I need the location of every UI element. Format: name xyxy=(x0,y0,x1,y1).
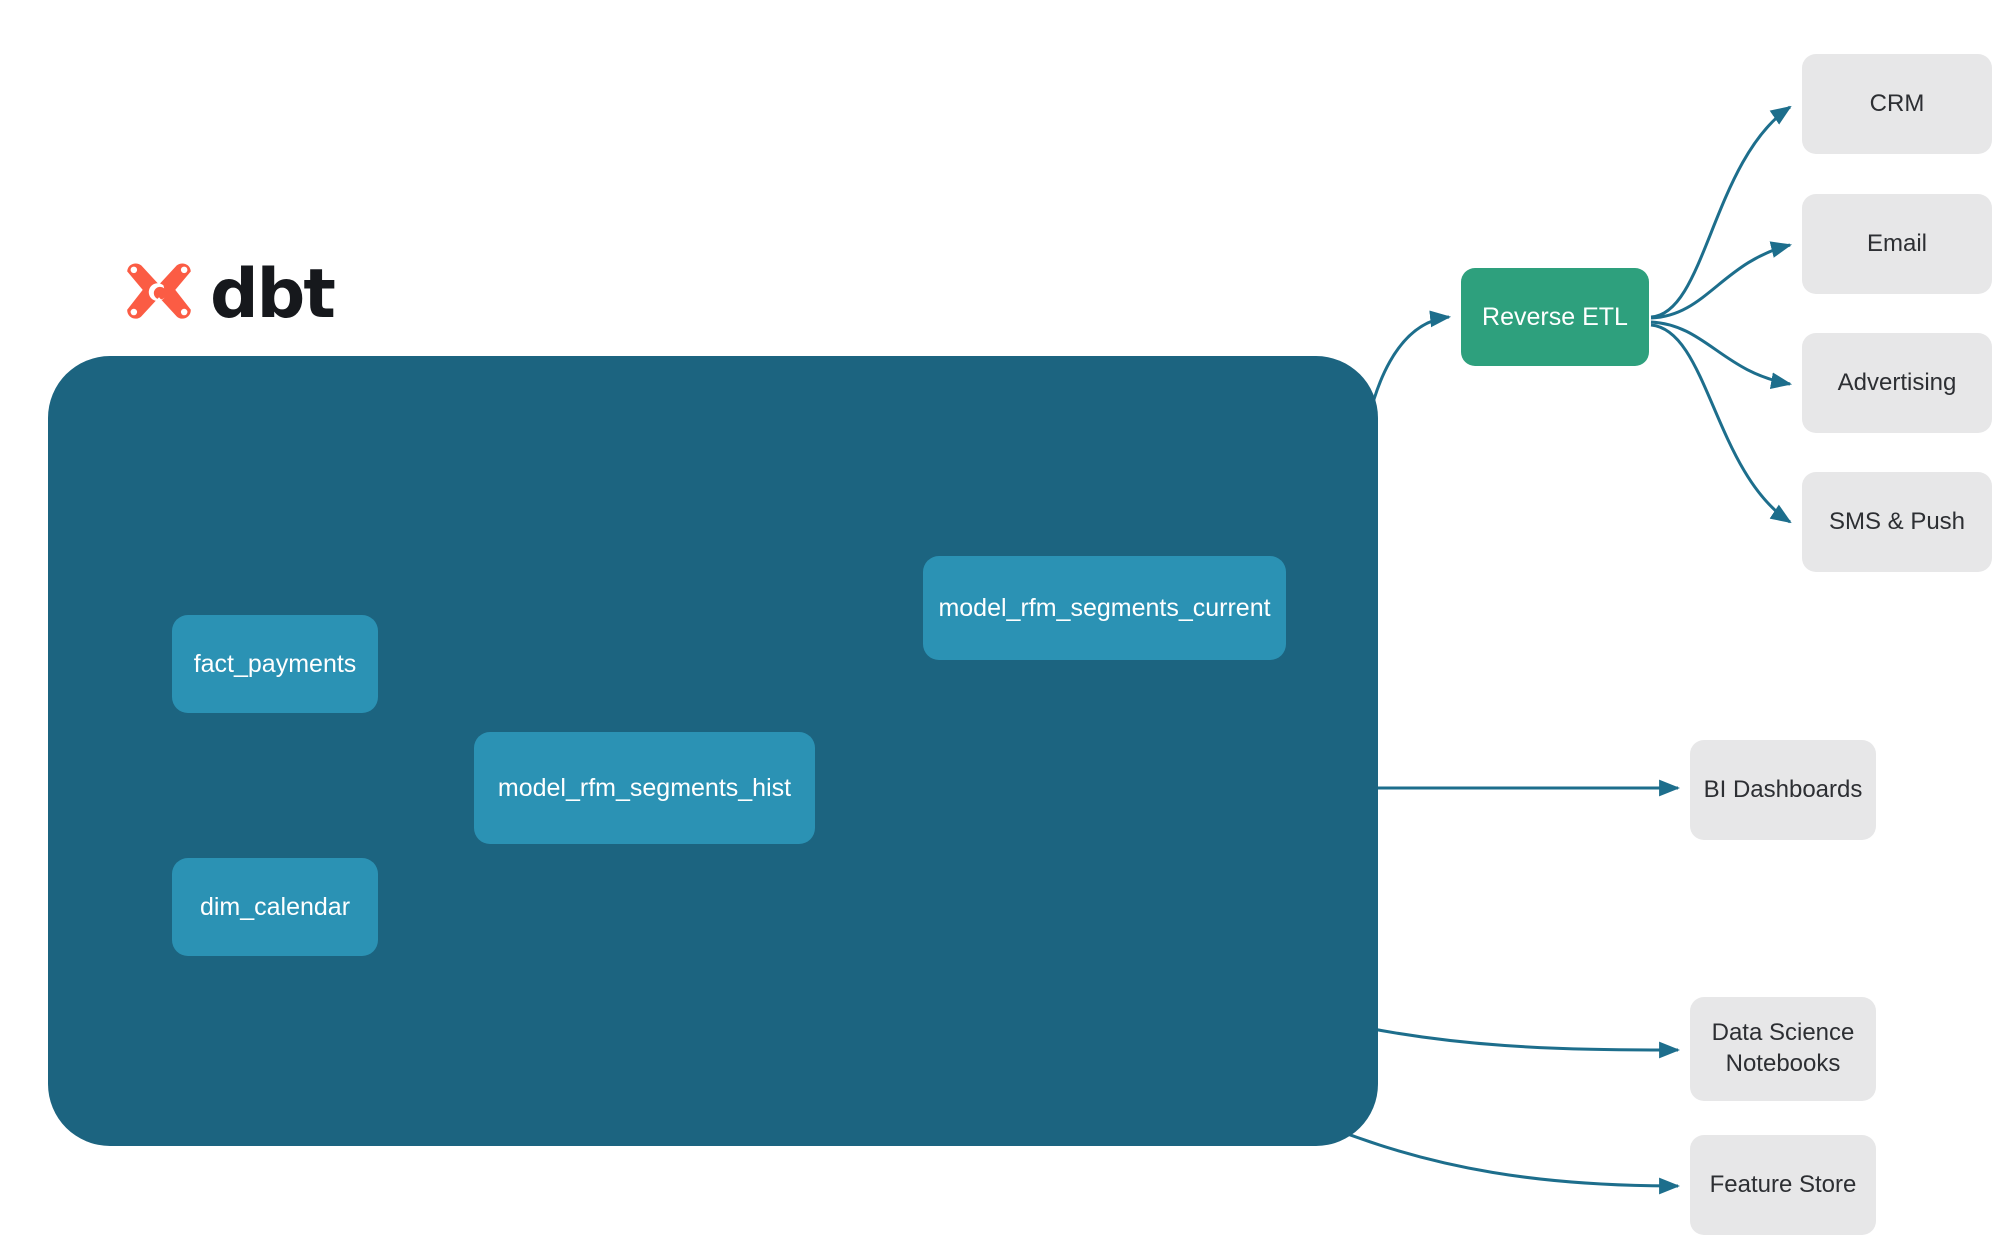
destination-node-data-science-notebooks[interactable]: Data Science Notebooks xyxy=(1690,997,1876,1101)
destination-label: BI Dashboards xyxy=(1703,775,1863,803)
destination-node-crm[interactable]: CRM xyxy=(1802,54,1992,154)
model-node-label: fact_payments xyxy=(193,649,357,678)
model-node-label: model_rfm_segments_hist xyxy=(497,773,792,802)
model-node-rfm-segments-hist[interactable]: model_rfm_segments_hist xyxy=(474,732,815,844)
destination-node-sms-push[interactable]: SMS & Push xyxy=(1802,472,1992,572)
model-node-label: model_rfm_segments_current xyxy=(938,593,1271,622)
destination-label: Data Science Notebooks xyxy=(1711,1019,1855,1077)
destination-label: Advertising xyxy=(1837,368,1957,396)
edge-reverse-etl-to-advertising xyxy=(1650,320,1793,389)
destination-label: Email xyxy=(1866,229,1927,257)
destination-label: CRM xyxy=(1869,89,1925,117)
edge-reverse-etl-to-email xyxy=(1650,241,1793,320)
edge-reverse-etl-to-crm xyxy=(1650,105,1792,319)
reverse-etl-label: Reverse ETL xyxy=(1482,302,1628,331)
model-node-label: dim_calendar xyxy=(199,892,351,921)
edge-hist-to-data-science-notebooks xyxy=(1329,1018,1681,1059)
destination-node-advertising[interactable]: Advertising xyxy=(1802,333,1992,433)
model-node-rfm-segments-current[interactable]: model_rfm_segments_current xyxy=(923,556,1286,660)
destination-node-feature-store[interactable]: Feature Store xyxy=(1690,1135,1876,1235)
dbt-wordmark: dbt xyxy=(210,255,336,334)
edge-reverse-etl-to-sms-push xyxy=(1650,323,1792,524)
model-node-dim-calendar[interactable]: dim_calendar xyxy=(172,858,378,956)
reverse-etl-node[interactable]: Reverse ETL xyxy=(1461,268,1649,366)
dbt-logo: dbt xyxy=(122,255,336,334)
destination-node-email[interactable]: Email xyxy=(1802,194,1992,294)
destination-label: Feature Store xyxy=(1709,1170,1857,1198)
model-node-fact-payments[interactable]: fact_payments xyxy=(172,615,378,713)
destination-node-bi-dashboards[interactable]: BI Dashboards xyxy=(1690,740,1876,840)
dbt-logo-icon xyxy=(127,263,191,319)
destination-label: SMS & Push xyxy=(1828,507,1966,535)
